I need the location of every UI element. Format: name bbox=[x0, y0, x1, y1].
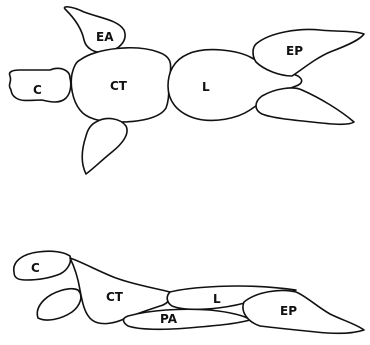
dorsal-label-ct: CT bbox=[110, 79, 128, 93]
dorsal-forelimb-upper bbox=[64, 7, 125, 53]
lateral-limb bbox=[37, 289, 81, 320]
lateral-label-l: L bbox=[213, 292, 221, 306]
dorsal-label-l: L bbox=[202, 80, 210, 94]
dorsal-view: EA C CT L EP bbox=[9, 7, 364, 174]
lateral-ventral-plate bbox=[124, 309, 251, 329]
dorsal-label-ep: EP bbox=[286, 44, 303, 58]
lateral-label-pa: PA bbox=[160, 312, 178, 326]
lateral-label-ct: CT bbox=[106, 290, 124, 304]
lateral-label-c: C bbox=[31, 261, 40, 275]
dorsal-hindlimb-lower bbox=[256, 88, 354, 124]
dorsal-label-ea: EA bbox=[96, 30, 114, 44]
dorsal-hindlimb-upper bbox=[253, 30, 364, 76]
dorsal-forelimb-lower bbox=[82, 119, 127, 174]
dorsal-label-c: C bbox=[33, 83, 42, 97]
lateral-label-ep: EP bbox=[280, 304, 297, 318]
lateral-head bbox=[14, 251, 71, 280]
lateral-view: C CT L PA EP bbox=[14, 251, 364, 333]
lateral-hindlimb bbox=[243, 290, 364, 333]
